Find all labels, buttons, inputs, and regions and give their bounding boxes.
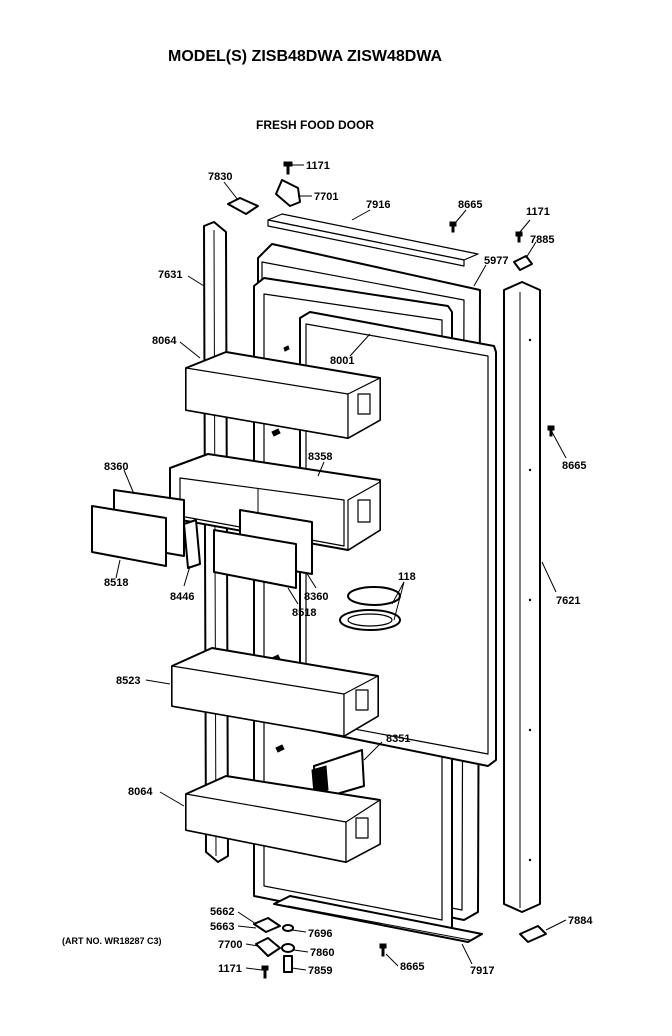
dairy-door-middle — [213, 509, 313, 589]
label-8360-mid: 8360 — [304, 591, 328, 603]
door-bin-8064-top — [185, 351, 381, 439]
label-5662: 5662 — [210, 906, 234, 918]
label-7916: 7916 — [366, 199, 390, 211]
art-number: (ART NO. WR18287 C3) — [62, 936, 162, 946]
door-bin-8523 — [171, 647, 379, 737]
label-7830: 7830 — [208, 171, 232, 183]
label-8518-left: 8518 — [104, 577, 128, 589]
label-1171-right: 1171 — [526, 206, 550, 218]
small-bin-8351 — [311, 749, 365, 801]
label-7701: 7701 — [314, 191, 338, 203]
label-5663: 5663 — [210, 921, 234, 933]
label-8518-mid: 8518 — [292, 607, 316, 619]
label-7621: 7621 — [556, 595, 580, 607]
label-8351: 8351 — [386, 733, 410, 745]
hinge-bar-8446 — [183, 519, 201, 569]
egg-tray-118 — [339, 586, 401, 631]
part-labels: 1171 7701 7830 7916 8665 1171 7885 5977 … — [104, 160, 593, 977]
label-7917: 7917 — [470, 965, 494, 977]
bottom-hardware — [253, 895, 547, 979]
label-8064-top: 8064 — [152, 335, 177, 347]
label-8523: 8523 — [116, 675, 140, 687]
label-8064-bottom: 8064 — [128, 786, 153, 798]
top-hardware — [227, 161, 555, 437]
label-8665-bottom: 8665 — [400, 961, 424, 973]
label-7885: 7885 — [530, 234, 554, 246]
label-118: 118 — [398, 571, 416, 583]
label-1171-bottom: 1171 — [218, 963, 242, 975]
label-7860: 7860 — [310, 947, 334, 959]
right-trim-7621 — [503, 281, 541, 913]
label-8001: 8001 — [330, 355, 354, 367]
label-8446: 8446 — [170, 591, 194, 603]
door-bin-8064-bottom — [185, 775, 381, 863]
dairy-door-left — [91, 489, 185, 567]
section-title: FRESH FOOD DOOR — [256, 118, 374, 132]
label-8358: 8358 — [308, 451, 332, 463]
label-8665-top: 8665 — [458, 199, 482, 211]
label-7696: 7696 — [308, 928, 332, 940]
label-8360-left: 8360 — [104, 461, 128, 473]
leader-lines — [115, 164, 567, 971]
label-8665-mid: 8665 — [562, 460, 586, 472]
label-5977: 5977 — [484, 255, 508, 267]
label-7884: 7884 — [568, 915, 593, 927]
label-7700: 7700 — [218, 939, 242, 951]
model-title: MODEL(S) ZISB48DWA ZISW48DWA — [168, 48, 443, 65]
label-7859: 7859 — [308, 965, 332, 977]
label-1171-top: 1171 — [306, 160, 330, 172]
label-7631: 7631 — [158, 269, 182, 281]
